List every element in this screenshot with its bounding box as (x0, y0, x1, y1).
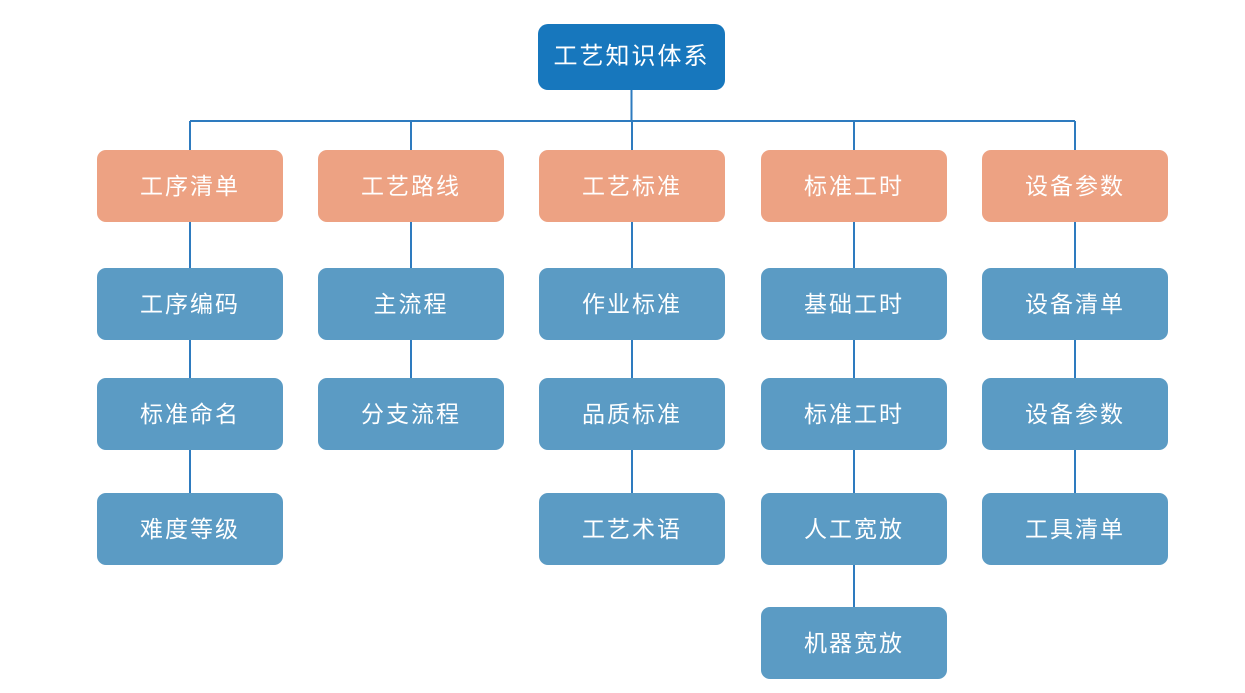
leaf-node-2-0[interactable]: 作业标准 (539, 268, 725, 340)
leaf-node-4-2[interactable]: 工具清单 (982, 493, 1168, 565)
leaf-node-0-1[interactable]: 标准命名 (97, 378, 283, 450)
leaf-node-0-0[interactable]: 工序编码 (97, 268, 283, 340)
leaf-node-2-0-label: 作业标准 (582, 290, 682, 317)
leaf-node-3-1-label: 标准工时 (804, 400, 904, 427)
leaf-node-4-0-label: 设备清单 (1025, 290, 1125, 317)
leaf-node-0-1-label: 标准命名 (140, 400, 240, 427)
leaf-node-2-2[interactable]: 工艺术语 (539, 493, 725, 565)
category-node-2[interactable]: 工艺标准 (539, 150, 725, 222)
root-node[interactable]: 工艺知识体系 (538, 24, 725, 90)
category-node-4-label: 设备参数 (1025, 172, 1125, 199)
category-node-0[interactable]: 工序清单 (97, 150, 283, 222)
leaf-node-0-0-label: 工序编码 (140, 290, 240, 317)
leaf-node-0-2[interactable]: 难度等级 (97, 493, 283, 565)
category-node-1-label: 工艺路线 (361, 172, 461, 199)
leaf-node-1-0-label: 主流程 (373, 290, 449, 317)
leaf-node-0-2-label: 难度等级 (140, 515, 240, 542)
category-node-1[interactable]: 工艺路线 (318, 150, 504, 222)
leaf-node-3-1[interactable]: 标准工时 (761, 378, 947, 450)
leaf-node-1-0[interactable]: 主流程 (318, 268, 504, 340)
leaf-node-3-2[interactable]: 人工宽放 (761, 493, 947, 565)
leaf-node-1-1[interactable]: 分支流程 (318, 378, 504, 450)
category-node-2-label: 工艺标准 (582, 172, 682, 199)
category-node-3-label: 标准工时 (804, 172, 904, 199)
leaf-node-4-2-label: 工具清单 (1025, 515, 1125, 542)
category-node-3[interactable]: 标准工时 (761, 150, 947, 222)
leaf-node-3-0-label: 基础工时 (804, 290, 904, 317)
leaf-node-4-1-label: 设备参数 (1025, 400, 1125, 427)
leaf-node-4-0[interactable]: 设备清单 (982, 268, 1168, 340)
leaf-node-3-3-label: 机器宽放 (804, 629, 904, 656)
leaf-node-2-2-label: 工艺术语 (582, 515, 682, 542)
leaf-node-4-1[interactable]: 设备参数 (982, 378, 1168, 450)
root-node-label: 工艺知识体系 (553, 43, 710, 70)
leaf-node-3-2-label: 人工宽放 (804, 515, 904, 542)
leaf-node-3-0[interactable]: 基础工时 (761, 268, 947, 340)
leaf-node-1-1-label: 分支流程 (361, 400, 461, 427)
leaf-node-2-1-label: 品质标准 (582, 400, 682, 427)
category-node-0-label: 工序清单 (140, 172, 240, 199)
leaf-node-2-1[interactable]: 品质标准 (539, 378, 725, 450)
category-node-4[interactable]: 设备参数 (982, 150, 1168, 222)
leaf-node-3-3[interactable]: 机器宽放 (761, 607, 947, 679)
